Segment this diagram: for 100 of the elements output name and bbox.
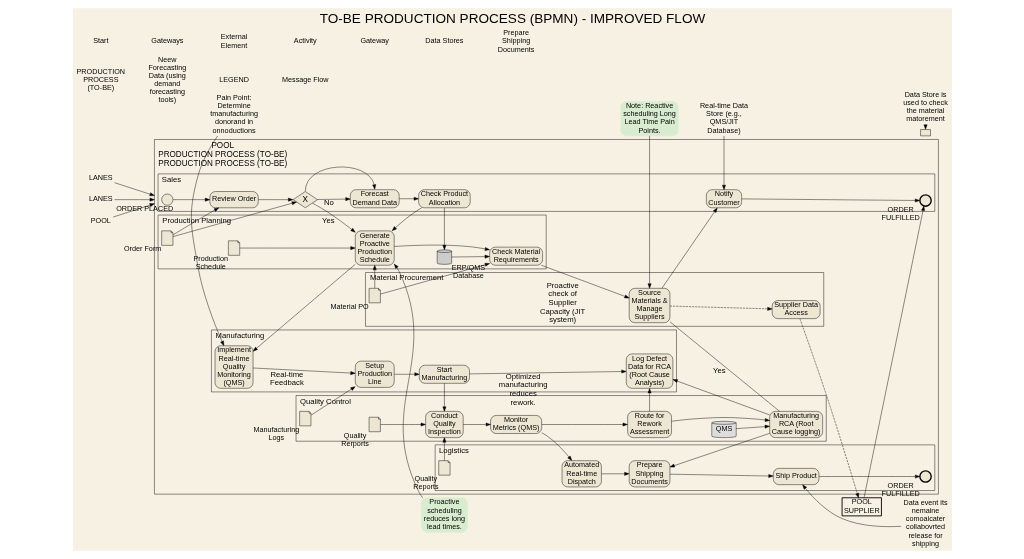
- label: Neew Forecasting Data (using demand forecasting tools): [147, 54, 186, 105]
- node-text: Data event its nemaine comoaicater collabovrted release for shipping: [902, 497, 948, 548]
- edge-label: Proactive check of Supplier Capacity (JIT system): [539, 280, 585, 325]
- arrow: [462, 422, 491, 427]
- legend-label: External Element: [220, 32, 247, 50]
- arrow: [670, 417, 770, 422]
- arrow: [647, 388, 651, 412]
- diagram-title: TO-BE PRODUCTION PROCESS (BPMN) - IMPROVED FLOW: [319, 10, 705, 26]
- arrow: [721, 135, 726, 190]
- legend-label: Start: [92, 36, 108, 46]
- node-box: POOL SUPPLIER: [841, 497, 882, 517]
- node-box: Note: Reactive scheduling Long Lead Time Pain Points.: [620, 101, 679, 137]
- node-box: Prepare Shipping Documents: [628, 460, 670, 488]
- node-text: LANES: [88, 194, 113, 204]
- arrow: [372, 265, 377, 289]
- node-text: Data Store is used to check the material matorement: [902, 89, 948, 124]
- node-box: Log Defect Data for RCA (Root Cause Analysis): [625, 353, 673, 389]
- node-envelope: [919, 129, 931, 137]
- node-label: Material PO: [330, 301, 369, 311]
- edge-label: Optimized manufacturing reduces rework.: [498, 371, 548, 407]
- label: Message Flow: [281, 74, 329, 84]
- node-text: POOL: [90, 215, 111, 225]
- arrow: [398, 196, 419, 201]
- node-box: Notify Customer: [705, 189, 742, 209]
- node-box: Automated Real-time Dispatch: [561, 460, 602, 488]
- arrow: [113, 182, 155, 196]
- arrow: [172, 197, 210, 202]
- edge-label: Yes: [712, 366, 726, 376]
- node-label: Quality Rerports: [340, 430, 369, 448]
- arrow: [799, 318, 859, 498]
- arrow: [257, 197, 293, 202]
- node-box: Route for Rework Assessment: [626, 411, 672, 438]
- arrow: [310, 386, 355, 416]
- edge-label: Yes: [321, 215, 335, 225]
- node-text: Pain Point: Determine tmanufacturing donorand in onnoductions: [209, 93, 258, 135]
- arrow: [393, 244, 490, 251]
- arrow: [391, 207, 422, 231]
- legend-label: Activity: [293, 36, 317, 46]
- arrow: [541, 422, 628, 427]
- node-box: Source Materials & Manage Suppliers: [628, 288, 670, 323]
- arrow: [818, 474, 920, 479]
- node-label: Order Form: [123, 244, 161, 254]
- node-box: Manufacturing RCA (Root Cause logging): [768, 411, 823, 438]
- legend-label: Gateways: [150, 36, 183, 46]
- arrow: [252, 367, 355, 375]
- node-text: LANES: [88, 173, 113, 183]
- arrow: [172, 207, 219, 236]
- arrow: [540, 265, 629, 299]
- node-box: Setup Production Line: [354, 360, 394, 388]
- arrow: [672, 379, 770, 416]
- arrow: [311, 203, 355, 233]
- node-label: Quality Reports: [412, 473, 439, 492]
- node-box: Conduct Quality Inspection: [424, 411, 463, 438]
- arrow: [469, 369, 626, 375]
- arrow: [442, 207, 446, 251]
- arrow: [600, 472, 629, 476]
- node-box: Monitor Metrics (QMS): [489, 415, 542, 434]
- arrow: [316, 197, 350, 201]
- arrow: [190, 135, 224, 346]
- node-label: Production Schedule: [193, 254, 228, 272]
- label: PRODUCTION PROCESS (TO-BE): [76, 66, 125, 93]
- node-box: Review Order: [209, 191, 258, 209]
- arrow: [669, 433, 770, 468]
- arrow: [304, 166, 376, 192]
- node-label: ORDER PLACED: [115, 204, 173, 214]
- arrow: [113, 197, 155, 202]
- node-label: Manufacturing Logs: [252, 424, 299, 442]
- node-box: Implement Real-time Quality Monitoring (QMS): [214, 345, 253, 389]
- arrow: [393, 372, 419, 377]
- node-label: ORDER FULFILLED: [881, 480, 920, 499]
- arrow: [393, 263, 423, 498]
- node-box: Generate Proactive Production Schedule: [354, 230, 394, 266]
- node-text: Real-time Data Store (e.g., QMS/JIT Database): [699, 101, 748, 135]
- arrow: [661, 207, 717, 289]
- node-label: ORDER FULFILLED: [881, 205, 920, 223]
- arrow: [735, 424, 770, 429]
- arrow: [863, 205, 925, 498]
- node-box: Start Manufacturing: [418, 365, 470, 384]
- arrow: [450, 254, 490, 259]
- arrow: [239, 246, 355, 250]
- node-box: Proactive scheduling reduces long lead times.: [420, 497, 468, 533]
- node-circle: [918, 194, 932, 207]
- arrow: [442, 437, 446, 461]
- arrow: [172, 201, 297, 237]
- arrow: [741, 198, 920, 203]
- node-label: ERP/QMS Database: [451, 263, 485, 281]
- arrow: [379, 422, 426, 427]
- node-circle: [918, 470, 932, 483]
- node-box: Ship Product: [772, 468, 819, 485]
- arrow: [669, 473, 773, 478]
- legend-label: Prepare Shipping Documents: [497, 28, 534, 54]
- node-box: Check Material Requirements: [488, 246, 543, 266]
- arrow: [112, 203, 155, 218]
- arrow: [647, 135, 651, 289]
- arrow: [801, 484, 901, 527]
- legend-label: Data Stores: [424, 36, 463, 46]
- edge-label: Real-time Feedback: [269, 369, 304, 388]
- node-box: Forecast Demand Data: [349, 189, 399, 209]
- arrow: [252, 264, 355, 352]
- label: LEGEND: [218, 74, 249, 84]
